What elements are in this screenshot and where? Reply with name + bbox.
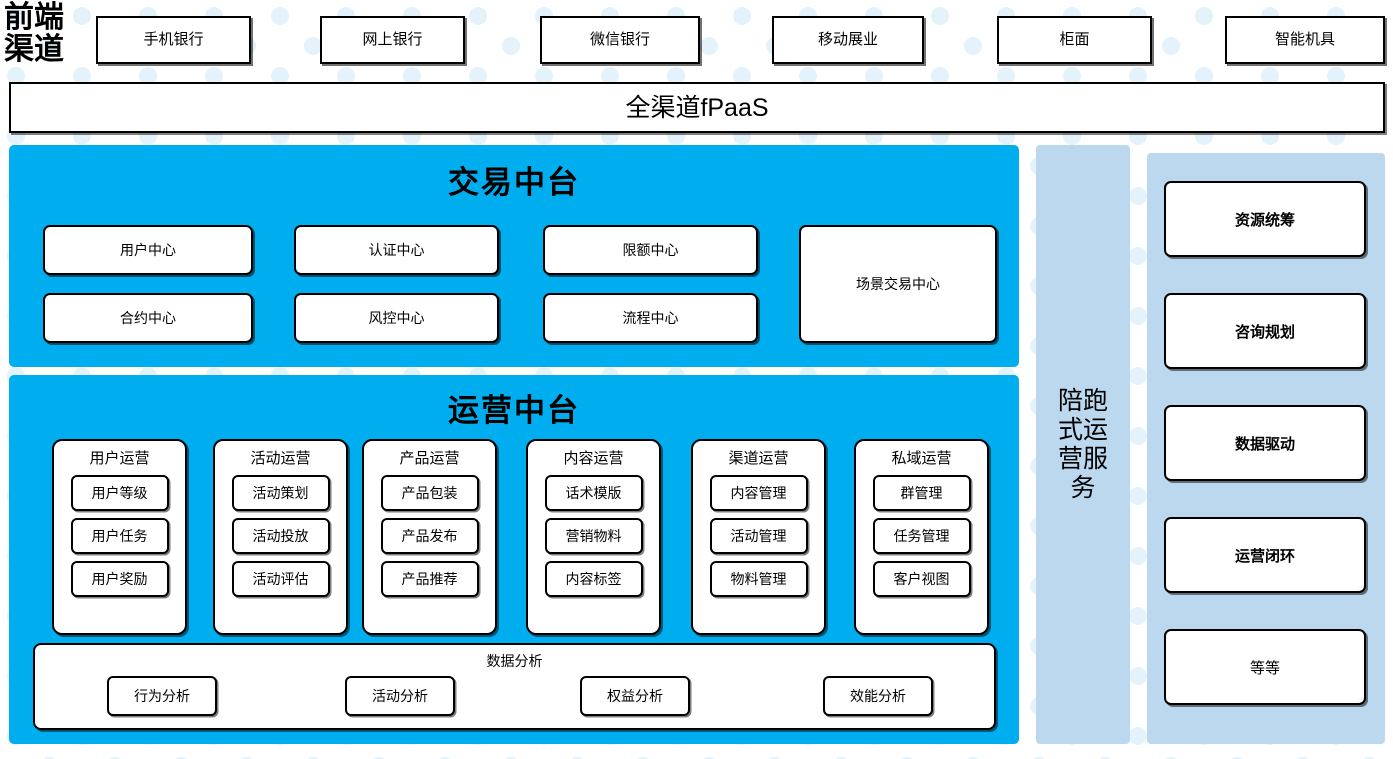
trade-box-scene-transaction-center[interactable]: 场景交易中心 (799, 225, 997, 343)
channel-box-mobile-business[interactable]: 移动展业 (772, 16, 924, 64)
trade-center-panel: 交易中台 用户中心 认证中心 限额中心 合约中心 风控中心 流程中心 场景交易中… (9, 145, 1019, 367)
trade-center-title: 交易中台 (448, 165, 580, 200)
channel-box-wechat-bank[interactable]: 微信银行 (540, 16, 700, 64)
front-end-channel-label: 前端渠道 (4, 1, 64, 67)
trade-box-process-center[interactable]: 流程中心 (543, 293, 758, 343)
ops-column-activity-operation[interactable]: 活动运营 活动策划 活动投放 活动评估 (213, 439, 348, 635)
channel-box-label: 网上银行 (362, 31, 423, 48)
ops-column-title: 活动运营 (250, 450, 311, 467)
data-analysis-item[interactable]: 权益分析 (580, 676, 690, 716)
channel-box-mobile-bank[interactable]: 手机银行 (96, 16, 251, 64)
ops-column-title: 私域运营 (891, 450, 952, 467)
trade-box-risk-center[interactable]: 风控中心 (294, 293, 499, 343)
operation-center-title: 运营中台 (448, 393, 580, 428)
channel-box-label: 移动展业 (817, 31, 878, 48)
data-analysis-title: 数据分析 (486, 653, 543, 669)
ops-item[interactable]: 产品发布 (380, 518, 479, 554)
channel-box-online-bank[interactable]: 网上银行 (320, 16, 465, 64)
ops-item[interactable]: 客户视图 (872, 561, 971, 597)
fpaas-bar-label: 全渠道fPaaS (625, 93, 769, 122)
capability-box-etc[interactable]: 等等 (1164, 629, 1366, 705)
ops-column-content-operation[interactable]: 内容运营 话术模版 营销物料 内容标签 (526, 439, 661, 635)
accompanying-operation-service-strip: 陪跑式运营服务 (1036, 145, 1130, 744)
ops-item[interactable]: 用户等级 (70, 475, 169, 511)
ops-item[interactable]: 用户奖励 (70, 561, 169, 597)
ops-column-channel-operation[interactable]: 渠道运营 内容管理 活动管理 物料管理 (691, 439, 826, 635)
capability-panel: 资源统筹 咨询规划 数据驱动 运营闭环 等等 (1147, 153, 1385, 744)
channel-box-smart-machine[interactable]: 智能机具 (1225, 16, 1385, 64)
ops-item[interactable]: 话术模版 (544, 475, 643, 511)
ops-column-title: 渠道运营 (728, 450, 789, 467)
ops-item[interactable]: 活动投放 (231, 518, 330, 554)
data-analysis-item[interactable]: 效能分析 (823, 676, 933, 716)
ops-item[interactable]: 用户任务 (70, 518, 169, 554)
ops-column-private-domain-operation[interactable]: 私域运营 群管理 任务管理 客户视图 (854, 439, 989, 635)
capability-box-consulting-planning[interactable]: 咨询规划 (1164, 293, 1366, 369)
data-analysis-item[interactable]: 活动分析 (345, 676, 455, 716)
trade-box-auth-center[interactable]: 认证中心 (294, 225, 499, 275)
ops-item[interactable]: 任务管理 (872, 518, 971, 554)
ops-item[interactable]: 产品推荐 (380, 561, 479, 597)
ops-column-user-operation[interactable]: 用户运营 用户等级 用户任务 用户奖励 (52, 439, 187, 635)
ops-item[interactable]: 内容标签 (544, 561, 643, 597)
capability-box-data-driven[interactable]: 数据驱动 (1164, 405, 1366, 481)
capability-box-operation-closed-loop[interactable]: 运营闭环 (1164, 517, 1366, 593)
trade-box-label: 用户中心 (120, 241, 176, 258)
ops-item[interactable]: 内容管理 (709, 475, 808, 511)
ops-item[interactable]: 产品包装 (380, 475, 479, 511)
ops-column-product-operation[interactable]: 产品运营 产品包装 产品发布 产品推荐 (362, 439, 497, 635)
omnichannel-fpaas-bar[interactable]: 全渠道fPaaS (9, 82, 1385, 133)
trade-box-label: 风控中心 (368, 309, 425, 326)
trade-box-limit-center[interactable]: 限额中心 (543, 225, 758, 275)
data-analysis-item[interactable]: 行为分析 (107, 676, 217, 716)
ops-column-title: 内容运营 (563, 450, 624, 467)
trade-box-label: 合约中心 (120, 309, 176, 326)
trade-box-user-center[interactable]: 用户中心 (43, 225, 253, 275)
trade-box-contract-center[interactable]: 合约中心 (43, 293, 253, 343)
channel-box-label: 微信银行 (589, 31, 650, 48)
trade-box-label: 流程中心 (622, 309, 679, 326)
ops-item[interactable]: 活动管理 (709, 518, 808, 554)
data-analysis-block: 数据分析 行为分析 活动分析 权益分析 效能分析 (33, 643, 996, 730)
trade-box-label: 认证中心 (368, 241, 425, 258)
ops-item[interactable]: 群管理 (872, 475, 971, 511)
trade-box-label: 场景交易中心 (856, 275, 940, 292)
service-strip-label: 陪跑式运营服务 (1057, 386, 1108, 502)
ops-item[interactable]: 营销物料 (544, 518, 643, 554)
channel-box-label: 柜面 (1059, 31, 1090, 48)
channel-box-label: 手机银行 (143, 31, 204, 48)
channel-box-label: 智能机具 (1274, 31, 1335, 48)
ops-column-title: 产品运营 (399, 450, 460, 467)
channel-box-counter[interactable]: 柜面 (997, 16, 1152, 64)
ops-column-title: 用户运营 (89, 450, 150, 467)
ops-item[interactable]: 活动策划 (231, 475, 330, 511)
trade-box-label: 限额中心 (622, 241, 679, 258)
capability-box-resource-coordination[interactable]: 资源统筹 (1164, 181, 1366, 257)
ops-item[interactable]: 物料管理 (709, 561, 808, 597)
ops-item[interactable]: 活动评估 (231, 561, 330, 597)
